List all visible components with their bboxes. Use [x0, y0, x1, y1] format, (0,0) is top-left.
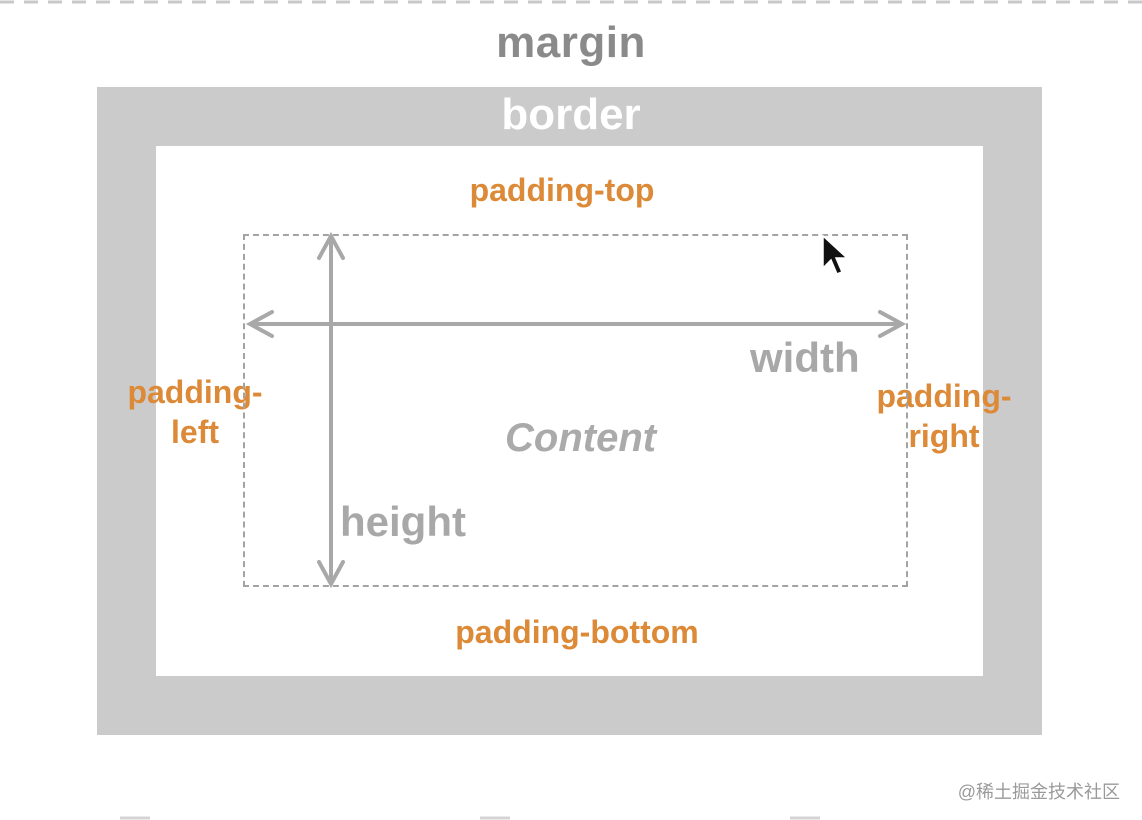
padding-right-label: padding- right: [858, 376, 1030, 456]
mouse-pointer-icon: [822, 234, 849, 275]
padding-right-label-line-2: right: [908, 418, 980, 454]
content-label: Content: [505, 416, 657, 460]
margin-bottom-dashed-edge: [120, 816, 820, 820]
height-label: height: [340, 498, 466, 545]
width-label: width: [750, 334, 860, 381]
padding-right-label-line-1: padding-: [876, 378, 1012, 414]
watermark-label: @稀土掘金技术社区: [957, 782, 1120, 802]
width-arrow: [245, 310, 907, 338]
padding-bottom-label: padding-bottom: [455, 614, 699, 650]
margin-label: margin: [496, 18, 646, 67]
padding-left-label-line-1: padding-: [127, 374, 263, 410]
content-box-dashed: [243, 234, 908, 587]
padding-left-label: padding- left: [110, 372, 280, 452]
padding-left-label-line-2: left: [171, 414, 219, 450]
border-label: border: [501, 90, 641, 139]
padding-top-label: padding-top: [469, 172, 655, 208]
height-arrow: [317, 231, 345, 589]
